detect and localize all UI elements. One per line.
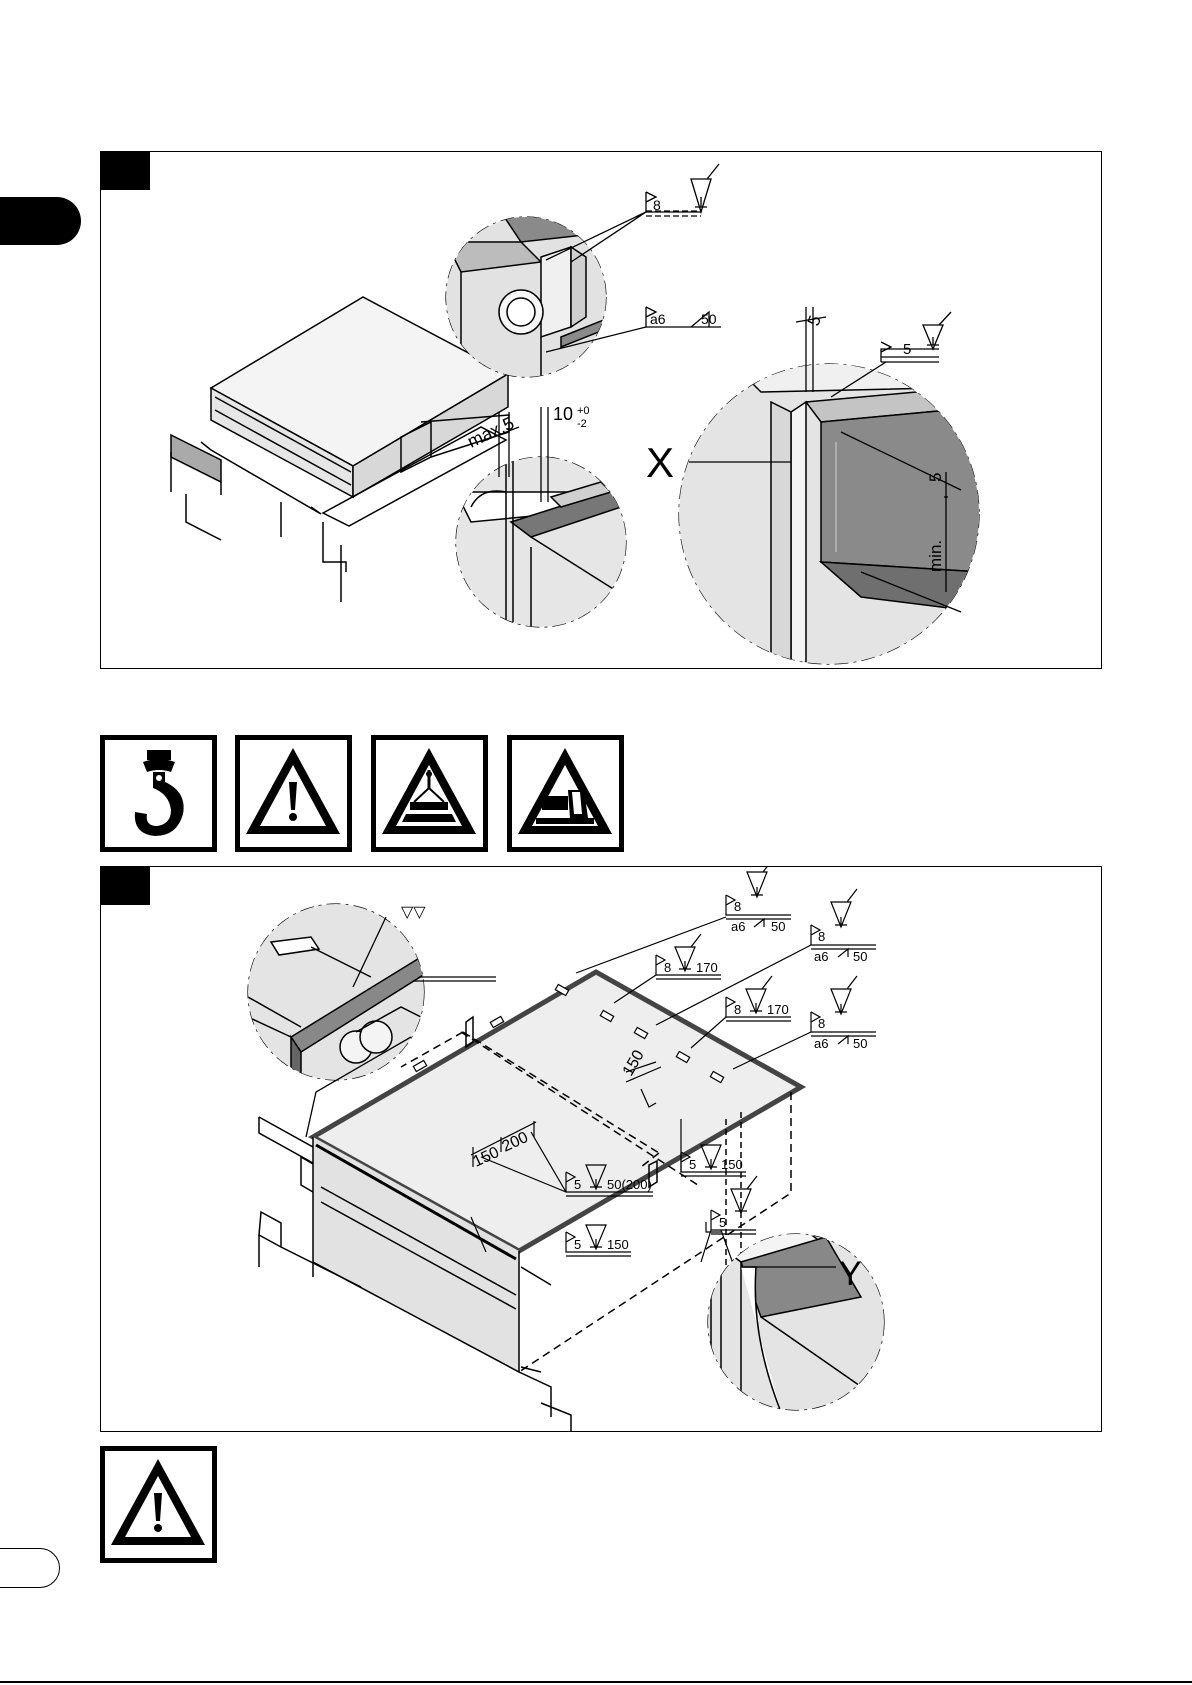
detail-top-weld-2-len: 50 [701,311,717,327]
detail-bottom-dim-plus: +0 [577,405,590,417]
detail-left-weld-symbol: ▽▽ [401,904,426,921]
detail-right-dim-min: min. [926,540,945,572]
warning-exclamation-icon [235,735,352,852]
figure-2: ▽▽ 8 a6 50 8 170 [100,866,1102,1432]
weld-3-len: 50 [853,949,867,964]
page-number-tab [0,1548,60,1588]
warning-exclamation-icon-glyph [240,740,347,847]
weld-2-top: 8 [664,960,671,975]
weld-8-len: 150 [607,1237,629,1252]
weld-6-top: 5 [689,1157,696,1172]
footer-rule [0,1681,1192,1683]
weld-6-len: 150 [721,1157,743,1172]
chapter-tab [0,197,81,245]
weld-4-top: 8 [734,1002,741,1017]
detail-right-weld: 5 [903,341,911,358]
weld-8-top: 5 [574,1237,581,1252]
detail-right-dim-top: 5 [804,313,825,328]
detail-left-drawing [248,904,436,1082]
detail-right-drawing [679,362,981,667]
suspended-load-warning-icon [371,735,488,852]
figure-1-drawing: 8 a6 50 max.5 10 +0 -2 [101,152,1101,668]
weld-5-len: 50 [853,1036,867,1051]
weld-9-top: 5 [719,1215,726,1230]
weld-callout-3 [811,889,876,957]
weld-3-top: 8 [818,929,825,944]
weld-7-len: 50(200) [607,1177,652,1192]
weld-1-a: a6 [731,919,745,934]
warning-exclamation-icon-glyph [105,1451,212,1558]
crush-hazard-warning-icon-glyph [512,740,619,847]
weld-2-len: 170 [696,960,718,975]
detail-right-label-x: X [646,439,674,486]
suspended-load-warning-icon-glyph [376,740,483,847]
weld-3-a: a6 [814,949,828,964]
weld-7-top: 5 [574,1177,581,1192]
warning-exclamation-icon-bottom [100,1446,217,1563]
crane-hook-icon-glyph [105,740,212,847]
weld-callout-5 [811,976,876,1044]
detail-bottom-drawing [456,457,636,627]
weld-4-len: 170 [767,1002,789,1017]
weld-callout-1 [726,867,791,927]
figure-2-drawing: ▽▽ 8 a6 50 8 170 [101,867,1101,1431]
crush-hazard-warning-icon [507,735,624,852]
detail-y-label: Y [839,1255,862,1293]
weld-5-top: 8 [818,1016,825,1031]
weld-1-top: 8 [734,899,741,914]
figure-1: 8 a6 50 max.5 10 +0 -2 [100,151,1102,669]
detail-top-weld-1: 8 [653,197,661,213]
crane-hook-icon [100,735,217,852]
detail-bottom-dim-10: 10 [553,404,573,424]
weld-5-a: a6 [814,1036,828,1051]
weld-1-len: 50 [771,919,785,934]
detail-bottom-dim-minus: -2 [577,418,587,430]
detail-right-dim-side: 5 [926,473,945,482]
detail-top-weld-2-a: a6 [650,311,666,327]
